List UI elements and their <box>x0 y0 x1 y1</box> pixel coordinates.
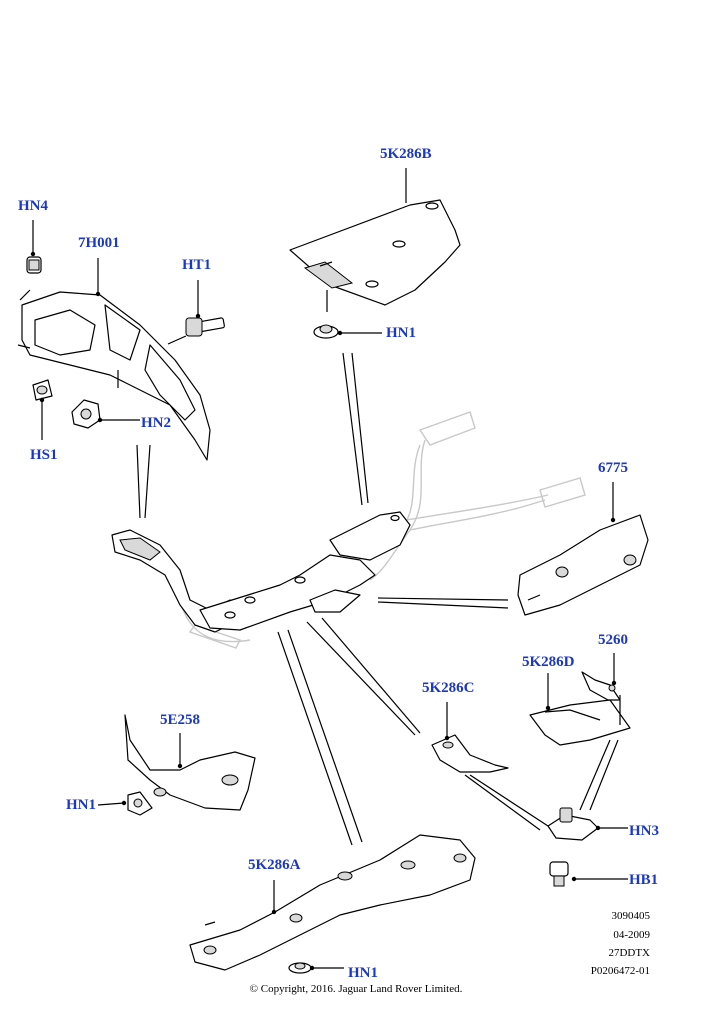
label-hn2[interactable]: HN2 <box>141 415 171 431</box>
nut-hn3[interactable] <box>547 807 599 841</box>
heat-shield-7h001[interactable] <box>17 289 211 461</box>
assembly-center <box>111 511 411 633</box>
fastener-hn4[interactable] <box>26 256 42 274</box>
diagram-code: 3090405 <box>611 910 651 922</box>
nut-hn2[interactable] <box>71 399 101 429</box>
heat-shield-5k286d[interactable] <box>529 699 631 746</box>
exhaust-system-ghost <box>179 411 586 649</box>
label-5k286d[interactable]: 5K286D <box>522 654 575 670</box>
heat-shield-5k286b[interactable] <box>289 199 461 306</box>
diagram-date: 04-2009 <box>613 929 650 941</box>
label-7h001[interactable]: 7H001 <box>78 235 120 251</box>
label-5k286c[interactable]: 5K286C <box>422 680 475 696</box>
label-5k286a[interactable]: 5K286A <box>248 857 301 873</box>
label-5260[interactable]: 5260 <box>598 632 628 648</box>
diagram-model: 27DDTX <box>608 947 650 959</box>
label-hn1-left[interactable]: HN1 <box>66 797 96 813</box>
label-hb1[interactable]: HB1 <box>629 872 659 888</box>
nut-hn1-left[interactable] <box>127 791 153 816</box>
label-hs1[interactable]: HS1 <box>30 447 58 463</box>
heat-shield-5k286a[interactable] <box>189 834 476 971</box>
label-hn1-bottom[interactable]: HN1 <box>348 965 378 981</box>
label-ht1[interactable]: HT1 <box>182 257 212 273</box>
nut-hn1-top[interactable] <box>313 324 339 339</box>
nut-hn1-bottom[interactable] <box>288 962 312 974</box>
label-5e258[interactable]: 5E258 <box>160 712 201 728</box>
label-hn3[interactable]: HN3 <box>629 823 659 839</box>
bolt-hb1[interactable] <box>549 861 569 887</box>
label-6775[interactable]: 6775 <box>598 460 628 476</box>
heat-shield-5k286c[interactable] <box>431 734 509 773</box>
bolt-hs1[interactable] <box>32 379 53 401</box>
heat-shield-5e258[interactable] <box>124 714 256 811</box>
label-5k286b[interactable]: 5K286B <box>380 146 432 162</box>
label-hn1-top[interactable]: HN1 <box>386 325 416 341</box>
label-hn4[interactable]: HN4 <box>18 198 48 214</box>
diagram-reference: P0206472-01 <box>590 965 650 977</box>
heat-shield-6775[interactable] <box>517 514 649 616</box>
stud-ht1[interactable] <box>185 317 225 337</box>
copyright-notice: © Copyright, 2016. Jaguar Land Rover Lim… <box>249 983 463 995</box>
